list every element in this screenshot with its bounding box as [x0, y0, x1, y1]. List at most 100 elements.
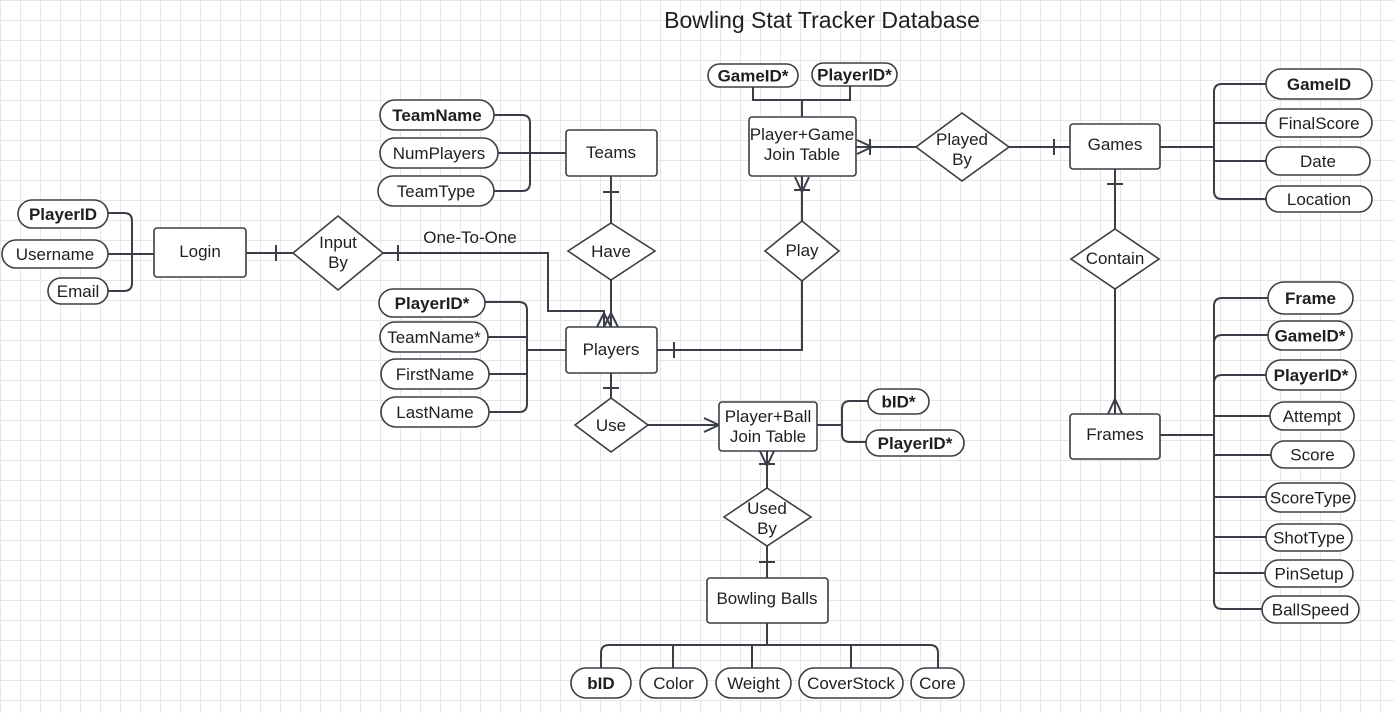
entity-games-label: Games [1088, 135, 1143, 154]
attribute-label: Email [57, 282, 100, 301]
attribute-label: Weight [727, 674, 780, 693]
entity-player-ball-join[interactable]: Player+Ball Join Table [718, 401, 818, 452]
attribute-player-ball-0[interactable]: bID* [867, 388, 930, 415]
entity-bowling-balls[interactable]: Bowling Balls [706, 577, 829, 624]
attribute-games-1[interactable]: FinalScore [1265, 108, 1373, 138]
attribute-bowling-balls-4[interactable]: Core [910, 667, 965, 699]
attribute-games-2[interactable]: Date [1265, 146, 1371, 176]
entity-frames-label: Frames [1086, 425, 1144, 444]
relationship-have[interactable]: Have [566, 222, 657, 281]
attribute-label: CoverStock [807, 674, 895, 693]
attribute-label: Attempt [1283, 407, 1342, 426]
attribute-frames-1[interactable]: GameID* [1267, 320, 1353, 351]
attribute-label: Date [1300, 152, 1336, 171]
attribute-player-game-1[interactable]: PlayerID* [811, 62, 898, 87]
relationship-input-by[interactable]: Input By [291, 214, 385, 292]
attribute-games-0[interactable]: GameID [1265, 68, 1373, 100]
attribute-label: TeamType [397, 182, 475, 201]
entity-teams[interactable]: Teams [565, 129, 658, 177]
attribute-frames-4[interactable]: Score [1270, 440, 1355, 469]
attribute-oval [1265, 482, 1356, 513]
relationship-used-by[interactable]: Used By [722, 487, 813, 547]
attribute-oval [1269, 401, 1355, 431]
attribute-label: TeamName [392, 106, 481, 125]
attribute-label: LastName [396, 403, 473, 422]
one-to-one-label: One-To-One [423, 228, 517, 247]
entity-players[interactable]: Players [565, 326, 658, 374]
attribute-bowling-balls-2[interactable]: Weight [715, 667, 792, 699]
attribute-frames-7[interactable]: PinSetup [1264, 559, 1354, 588]
attribute-label: NumPlayers [393, 144, 486, 163]
attribute-oval [715, 667, 792, 699]
attribute-oval [1265, 185, 1373, 213]
attribute-oval [380, 396, 490, 428]
entity-bowling-balls-label: Bowling Balls [716, 589, 817, 608]
attribute-label: Username [16, 245, 94, 264]
relationship-used-by-label-1: Used [747, 499, 787, 518]
attribute-label: bID [587, 674, 614, 693]
attribute-oval [798, 667, 904, 699]
attribute-oval [639, 667, 708, 699]
attribute-label: Color [653, 674, 694, 693]
attribute-players-0[interactable]: PlayerID* [378, 288, 486, 318]
attribute-oval [1270, 440, 1355, 469]
relationship-use[interactable]: Use [573, 397, 650, 453]
entity-player-game-join[interactable]: Player+Game Join Table [748, 116, 857, 177]
entity-players-label: Players [583, 340, 640, 359]
attribute-oval [1265, 68, 1373, 100]
attribute-label: TeamName* [387, 328, 481, 347]
relationship-played-by-label-2: By [952, 150, 972, 169]
entity-login[interactable]: Login [153, 227, 247, 278]
attribute-label: Location [1287, 190, 1351, 209]
attribute-login-0[interactable]: PlayerID [17, 199, 109, 229]
attribute-frames-5[interactable]: ScoreType [1265, 482, 1356, 513]
attribute-label: ShotType [1273, 529, 1345, 548]
entity-player-game-label-2: Join Table [764, 145, 840, 164]
attribute-teams-0[interactable]: TeamName [379, 99, 495, 131]
attribute-teams-2[interactable]: TeamType [377, 175, 495, 207]
attribute-frames-2[interactable]: PlayerID* [1265, 359, 1357, 391]
attribute-oval [910, 667, 965, 699]
entity-games[interactable]: Games [1069, 123, 1161, 170]
attribute-bowling-balls-3[interactable]: CoverStock [798, 667, 904, 699]
attribute-bowling-balls-0[interactable]: bID [570, 667, 632, 699]
attribute-player-game-0[interactable]: GameID* [707, 63, 799, 88]
relationship-played-by[interactable]: Played By [914, 112, 1011, 182]
attribute-frames-6[interactable]: ShotType [1265, 523, 1353, 552]
diagram-title: Bowling Stat Tracker Database [664, 7, 980, 33]
attribute-players-1[interactable]: TeamName* [379, 321, 489, 353]
attribute-oval [47, 277, 109, 305]
relationship-play[interactable]: Play [763, 219, 841, 283]
relationship-contain[interactable]: Contain [1069, 228, 1161, 290]
relationship-input-by-label-2: By [328, 253, 348, 272]
attribute-label: GameID* [1275, 327, 1346, 346]
attribute-player-ball-1[interactable]: PlayerID* [865, 429, 965, 457]
attribute-oval [867, 388, 930, 415]
relationship-have-label: Have [591, 242, 631, 261]
attribute-bowling-balls-1[interactable]: Color [639, 667, 708, 699]
relationship-contain-label: Contain [1086, 249, 1145, 268]
attribute-players-3[interactable]: LastName [380, 396, 490, 428]
attribute-oval [707, 63, 799, 88]
attribute-label: PinSetup [1275, 565, 1344, 584]
relationship-played-by-label-1: Played [936, 130, 988, 149]
attribute-oval [379, 137, 499, 169]
attribute-teams-1[interactable]: NumPlayers [379, 137, 499, 169]
attribute-oval [1261, 595, 1360, 624]
entity-frames[interactable]: Frames [1069, 413, 1161, 460]
attribute-oval [17, 199, 109, 229]
attribute-oval [1267, 320, 1353, 351]
attribute-login-1[interactable]: Username [1, 239, 109, 269]
attribute-players-2[interactable]: FirstName [380, 358, 490, 390]
attribute-label: Frame [1285, 289, 1336, 308]
attribute-label: Score [1290, 446, 1334, 465]
attribute-label: ScoreType [1270, 489, 1351, 508]
entity-teams-label: Teams [586, 143, 636, 162]
attribute-frames-3[interactable]: Attempt [1269, 401, 1355, 431]
attribute-login-2[interactable]: Email [47, 277, 109, 305]
attribute-frames-0[interactable]: Frame [1267, 281, 1354, 315]
attribute-frames-8[interactable]: BallSpeed [1261, 595, 1360, 624]
attribute-oval [570, 667, 632, 699]
attribute-games-3[interactable]: Location [1265, 185, 1373, 213]
